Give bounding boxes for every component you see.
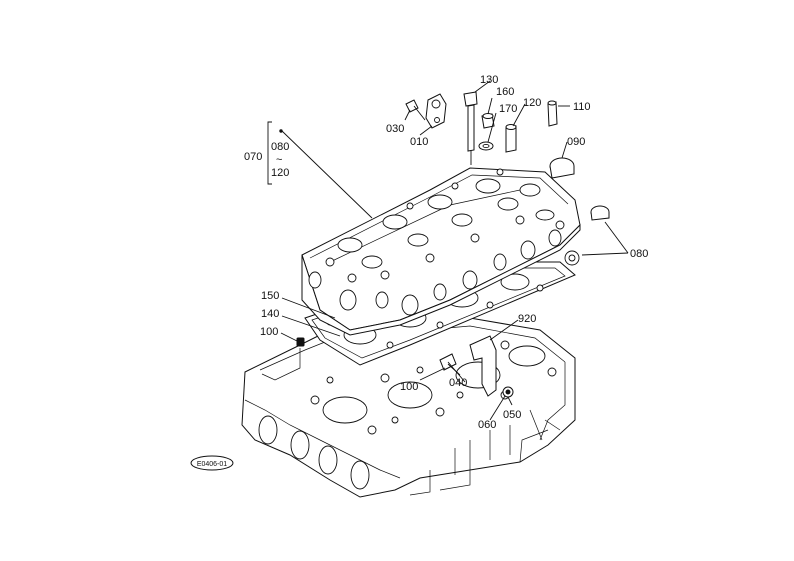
label-030: 030: [386, 123, 404, 135]
label-070: 070: [244, 151, 262, 163]
part-090-plug: [549, 157, 575, 179]
diagram-code-stamp: E0406-01: [190, 455, 234, 471]
range-dot: [279, 129, 283, 133]
part-170-washer: [478, 141, 494, 151]
label-140: 140: [261, 308, 279, 320]
label-040: 040: [449, 377, 467, 389]
label-range-120: 120: [271, 167, 289, 179]
part-050-fitting: [502, 386, 514, 398]
label-130: 130: [480, 74, 498, 86]
label-range-080: 080: [271, 141, 289, 153]
part-160-plug: [481, 113, 495, 129]
range-bracket: [267, 121, 272, 185]
label-110: 110: [573, 101, 591, 113]
label-170: 170: [499, 103, 517, 115]
label-050: 050: [503, 409, 521, 421]
part-110-dowel: [547, 100, 558, 127]
label-160: 160: [496, 86, 514, 98]
label-080: 080: [630, 248, 648, 260]
label-120: 120: [523, 97, 541, 109]
label-920: 920: [518, 313, 536, 325]
cylinder-head: [301, 167, 581, 336]
part-920-bracket: [469, 335, 497, 397]
part-120-sleeve: [505, 124, 517, 153]
label-100-left: 100: [260, 326, 278, 338]
diagram-code-text: E0406-01: [197, 461, 227, 468]
part-130-bolt: [463, 91, 478, 165]
part-010-hanger: [425, 93, 447, 129]
label-060: 060: [478, 419, 496, 431]
label-090: 090: [567, 136, 585, 148]
label-010: 010: [410, 136, 428, 148]
leader-lines: [280, 80, 629, 421]
part-030-bolt: [405, 99, 426, 121]
label-range-tilde: ~: [276, 154, 282, 166]
label-150: 150: [261, 290, 279, 302]
part-080-plug: [590, 205, 610, 221]
label-100-center: 100: [400, 381, 418, 393]
part-100-stud: [296, 337, 305, 347]
